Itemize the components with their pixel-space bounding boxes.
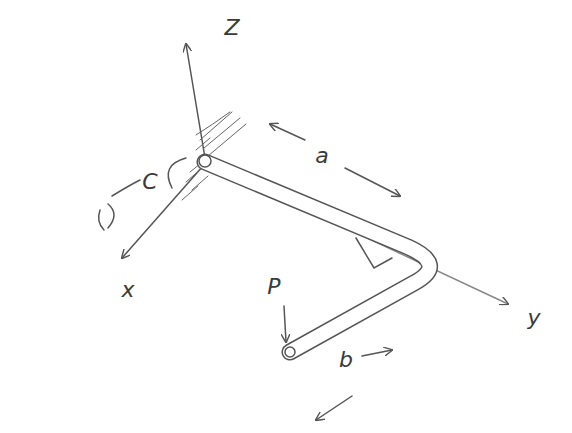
support-pin (199, 155, 211, 167)
rotation-arrow (168, 158, 186, 188)
right-angle-mark (356, 238, 392, 268)
axis-label: a (315, 145, 328, 167)
axis-label: C (142, 171, 157, 193)
bar-outline (205, 162, 430, 352)
bar-body (205, 162, 430, 352)
bar-end (285, 347, 295, 357)
axis-label: P (267, 276, 280, 298)
wall-hatching (182, 112, 246, 200)
dimension-arrow (270, 124, 305, 140)
x-axis (122, 166, 203, 258)
axis-label: b (339, 349, 353, 371)
z-axis (186, 44, 205, 158)
axis-label: y (527, 307, 540, 329)
load-arrow (284, 306, 286, 342)
axis-label: Z (224, 17, 239, 39)
dimension-arrow (316, 396, 352, 420)
rotation-tick (99, 180, 140, 230)
dimension-arrow (345, 168, 400, 196)
dimension-arrow (362, 350, 392, 356)
axis-label: x (121, 279, 134, 301)
